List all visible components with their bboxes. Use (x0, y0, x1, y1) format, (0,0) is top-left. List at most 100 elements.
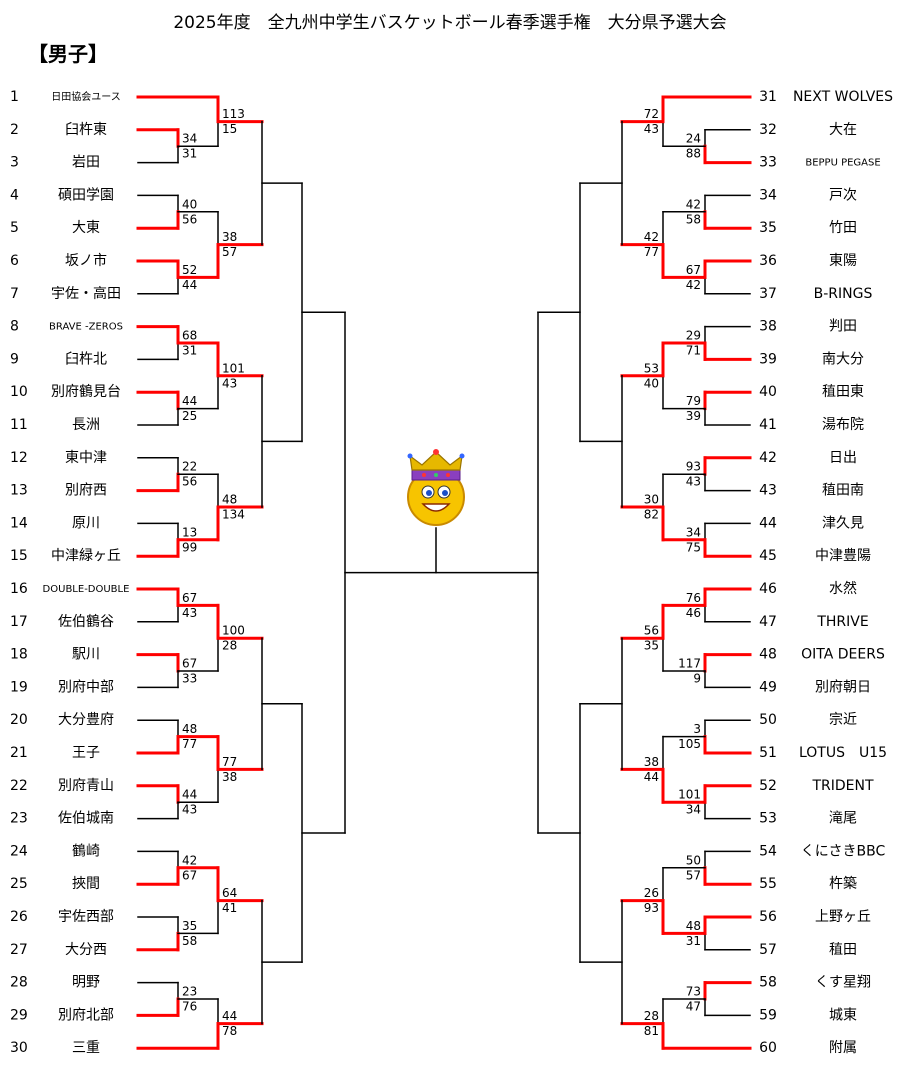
team-name: 原川 (72, 515, 100, 531)
seed-number: 43 (759, 483, 777, 499)
score: 113 (222, 107, 245, 121)
seed-number: 36 (759, 253, 777, 269)
seed-number: 3 (10, 155, 19, 171)
team-name: 日田協会ユース (51, 90, 121, 103)
score: 34 (182, 132, 197, 146)
crowned-smiley-icon (407, 449, 465, 526)
score: 101 (222, 361, 245, 375)
score: 44 (222, 1009, 237, 1023)
team-name: 東陽 (829, 253, 857, 269)
score: 38 (222, 770, 237, 784)
score: 43 (644, 122, 659, 136)
seed-number: 11 (10, 417, 28, 433)
team-name: 判田 (829, 319, 857, 335)
score: 29 (686, 329, 701, 343)
score: 43 (222, 376, 237, 390)
score: 23 (182, 985, 197, 999)
team-name: 佐伯城南 (58, 811, 114, 827)
seed-number: 42 (759, 450, 777, 466)
seed-number: 33 (759, 155, 777, 171)
score: 38 (222, 230, 237, 244)
score: 78 (222, 1024, 237, 1038)
seed-number: 23 (10, 811, 28, 827)
team-name: 城東 (829, 1007, 857, 1023)
score: 42 (686, 197, 701, 211)
score: 50 (686, 853, 701, 867)
score: 30 (644, 493, 659, 507)
seed-number: 19 (10, 679, 28, 695)
seed-number: 17 (10, 614, 28, 630)
score: 77 (182, 737, 197, 751)
seed-number: 59 (759, 1007, 777, 1023)
team-name: 明野 (72, 975, 100, 991)
team-name: 稙田南 (822, 482, 864, 499)
score: 44 (182, 278, 197, 292)
score: 57 (222, 245, 237, 259)
score: 77 (222, 755, 237, 769)
seed-number: 29 (10, 1007, 28, 1023)
seed-number: 26 (10, 909, 28, 925)
team-name: 竹田 (829, 220, 857, 236)
team-name: 別府青山 (58, 778, 114, 794)
seed-number: 9 (10, 351, 19, 367)
score: 34 (686, 525, 701, 539)
seed-number: 21 (10, 745, 28, 761)
team-name: 別府北部 (58, 1007, 114, 1023)
score: 67 (182, 591, 197, 605)
score: 53 (644, 361, 659, 375)
team-name: TRIDENT (811, 778, 874, 794)
score: 57 (686, 868, 701, 882)
seed-number: 4 (10, 187, 19, 203)
score: 3 (693, 722, 701, 736)
team-name: 岩田 (72, 155, 100, 171)
seed-number: 10 (10, 384, 28, 400)
team-name: 東中津 (65, 450, 107, 466)
score: 48 (182, 722, 197, 736)
team-name: 挾間 (72, 876, 100, 892)
seed-number: 48 (759, 647, 777, 663)
seed-number: 7 (10, 286, 19, 302)
seed-number: 50 (759, 712, 777, 728)
team-name: 長洲 (72, 417, 100, 433)
score: 48 (222, 493, 237, 507)
score: 28 (644, 1009, 659, 1023)
seed-number: 8 (10, 319, 19, 335)
team-name: 別府中部 (58, 679, 114, 695)
team-name: BRAVE -ZEROS (49, 322, 123, 333)
seed-number: 54 (759, 843, 777, 859)
team-name: 宇佐・高田 (51, 285, 121, 302)
team-name: 水然 (829, 580, 857, 597)
score: 31 (182, 147, 197, 161)
seed-number: 47 (759, 614, 777, 630)
team-name: 碩田学園 (58, 187, 114, 203)
score: 77 (644, 245, 659, 259)
team-name: 別府鶴見台 (51, 383, 121, 400)
score: 71 (686, 344, 701, 358)
score: 68 (182, 329, 197, 343)
team-name: B-RINGS (814, 286, 873, 302)
seed-number: 39 (759, 351, 777, 367)
team-name: 中津緑ヶ丘 (51, 548, 121, 564)
team-name: 宗近 (829, 712, 857, 728)
score: 67 (686, 263, 701, 277)
score: 22 (182, 460, 197, 474)
seed-number: 30 (10, 1040, 28, 1056)
score: 33 (182, 672, 197, 686)
seed-number: 41 (759, 417, 777, 433)
seed-number: 24 (10, 843, 28, 859)
team-name: 杵築 (829, 876, 857, 892)
score: 31 (182, 344, 197, 358)
team-name: 臼杵北 (65, 351, 107, 367)
seed-number: 56 (759, 909, 777, 925)
team-name: 日出 (829, 450, 857, 466)
team-name: BEPPU PEGASE (805, 158, 880, 169)
seed-number: 27 (10, 942, 28, 958)
score: 81 (644, 1024, 659, 1038)
score: 72 (644, 107, 659, 121)
team-name: 宇佐西部 (58, 909, 114, 925)
score: 43 (182, 803, 197, 817)
team-name: NEXT WOLVES (793, 89, 893, 105)
score: 117 (678, 657, 701, 671)
team-name: DOUBLE-DOUBLE (43, 584, 130, 595)
section-label: 【男子】 (28, 42, 108, 66)
